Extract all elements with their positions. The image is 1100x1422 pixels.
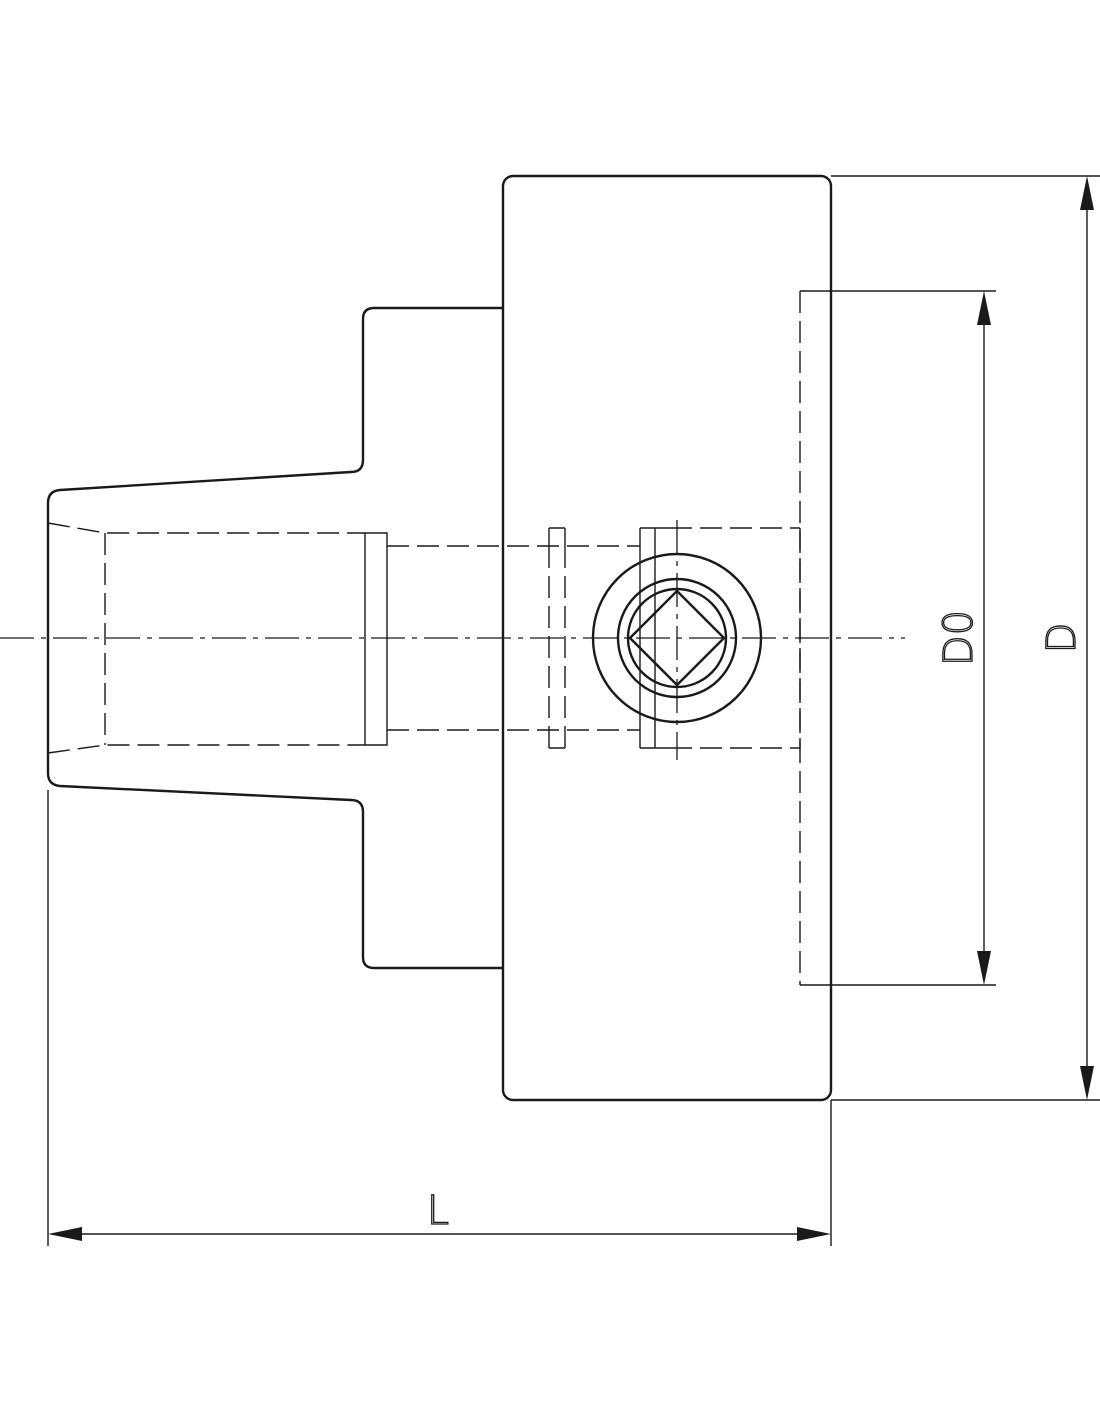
dimension-d: D (831, 175, 1100, 1101)
dimension-l-label: L (427, 1188, 449, 1234)
dimension-d-label: D (1039, 623, 1085, 654)
flange-outline (349, 306, 505, 970)
dimension-l: L (47, 790, 832, 1246)
tapered-shank-outline (46, 470, 353, 802)
center-lines (0, 520, 905, 760)
shank-bore-hidden-lines (47, 522, 640, 754)
dimension-d0: D0 (831, 290, 996, 986)
dimension-d0-label: D0 (936, 610, 982, 666)
